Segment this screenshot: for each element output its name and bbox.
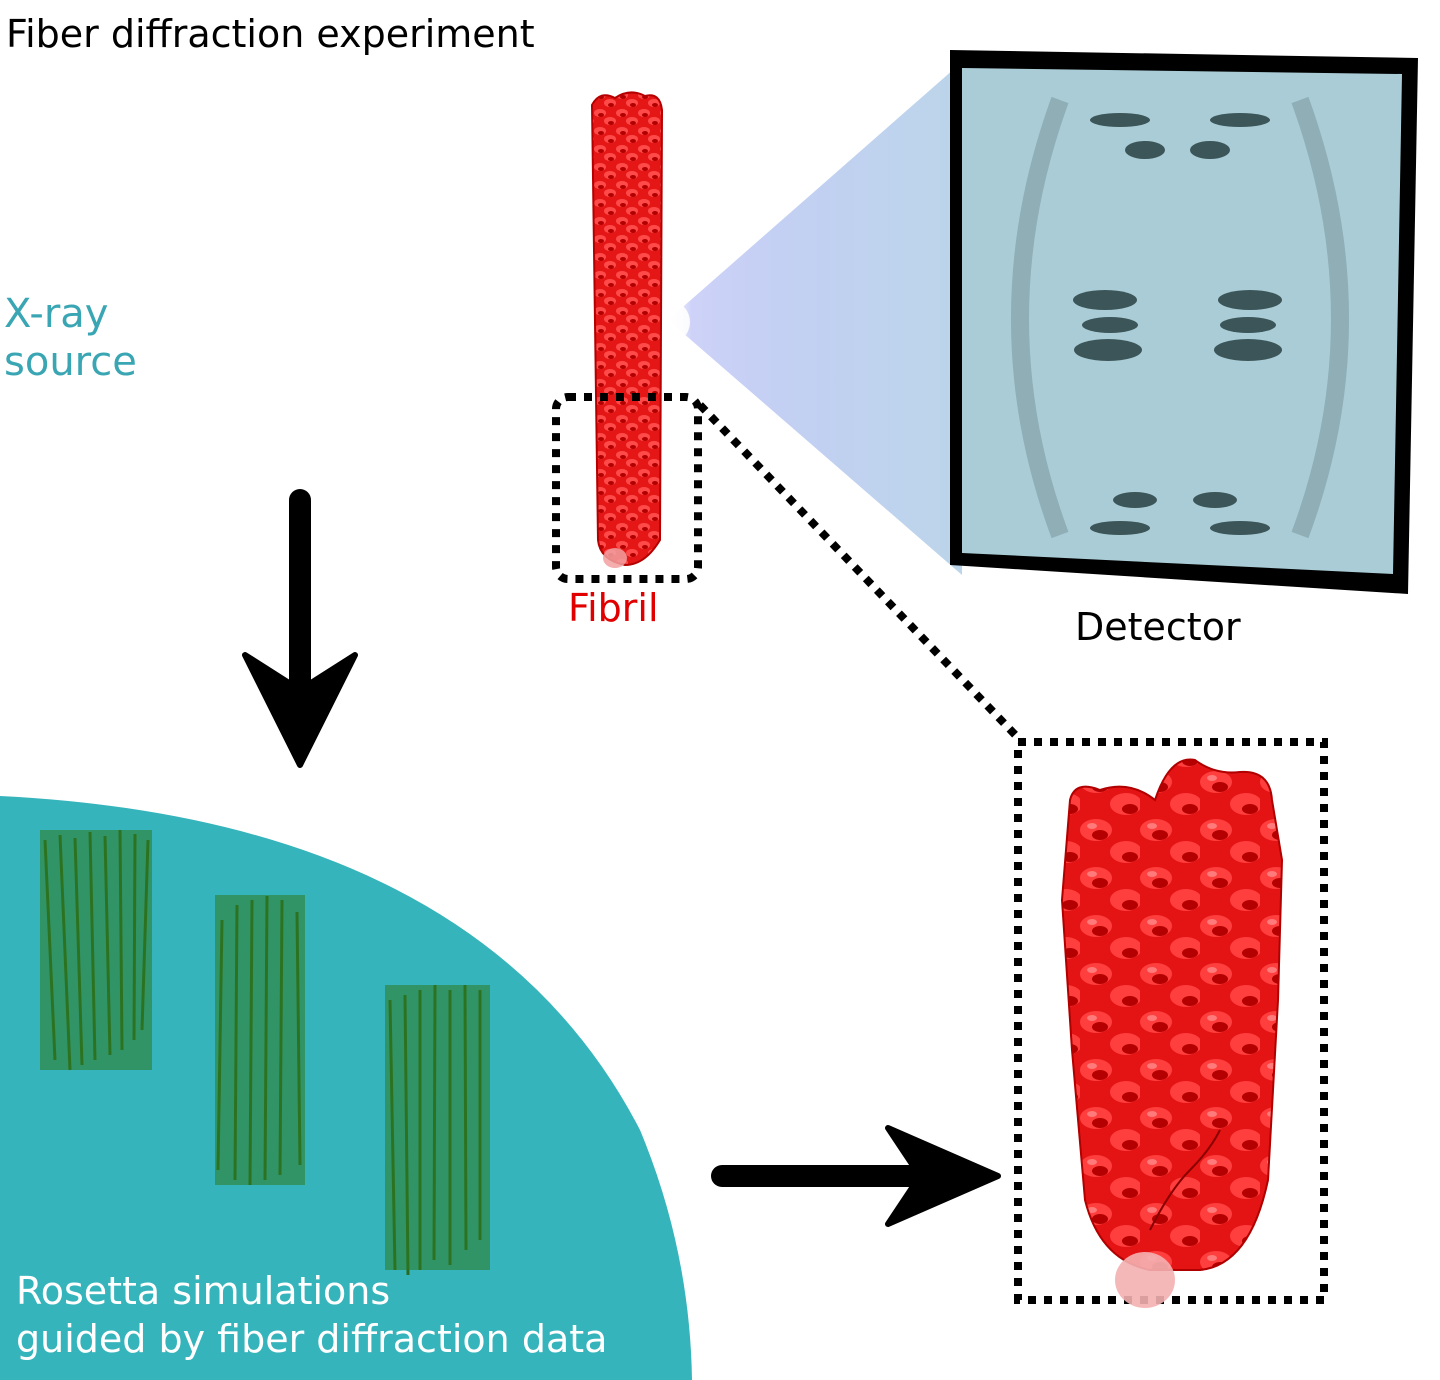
fibril-body [590, 91, 664, 567]
fibril-zoom-box [552, 393, 702, 583]
helix-trace [1149, 1129, 1221, 1231]
rosetta-region [0, 796, 692, 1380]
structure-1 [40, 829, 152, 1071]
fibril-label: Fibril [568, 586, 659, 630]
rosetta-caption-line2: guided by fiber diffraction data [16, 1316, 608, 1361]
zoomed-fibril [1060, 758, 1284, 1308]
zoomed-fibril-tip [1115, 1252, 1175, 1308]
right-arrow [711, 1125, 1001, 1227]
fibril-tip [603, 548, 627, 568]
diffraction-rings [1011, 96, 1349, 539]
detector [950, 50, 1418, 594]
fibril [590, 91, 664, 568]
diffraction-pattern [1073, 113, 1282, 535]
structure-2 [215, 895, 305, 1186]
xray-source-line2: source [4, 339, 137, 385]
xray-source-label: X-ray source [4, 290, 137, 386]
structure-3 [385, 984, 490, 1276]
detector-label: Detector [1075, 605, 1241, 649]
diagram-title: Fiber diffraction experiment [6, 12, 535, 56]
detector-screen [962, 68, 1402, 574]
down-arrow [242, 489, 358, 768]
rosetta-caption: Rosetta simulations guided by fiber diff… [16, 1268, 607, 1363]
rosetta-caption-line1: Rosetta simulations [16, 1269, 391, 1313]
zoom-connector [697, 402, 1025, 745]
diffraction-cone [668, 62, 962, 575]
xray-source-line1: X-ray [4, 291, 109, 337]
